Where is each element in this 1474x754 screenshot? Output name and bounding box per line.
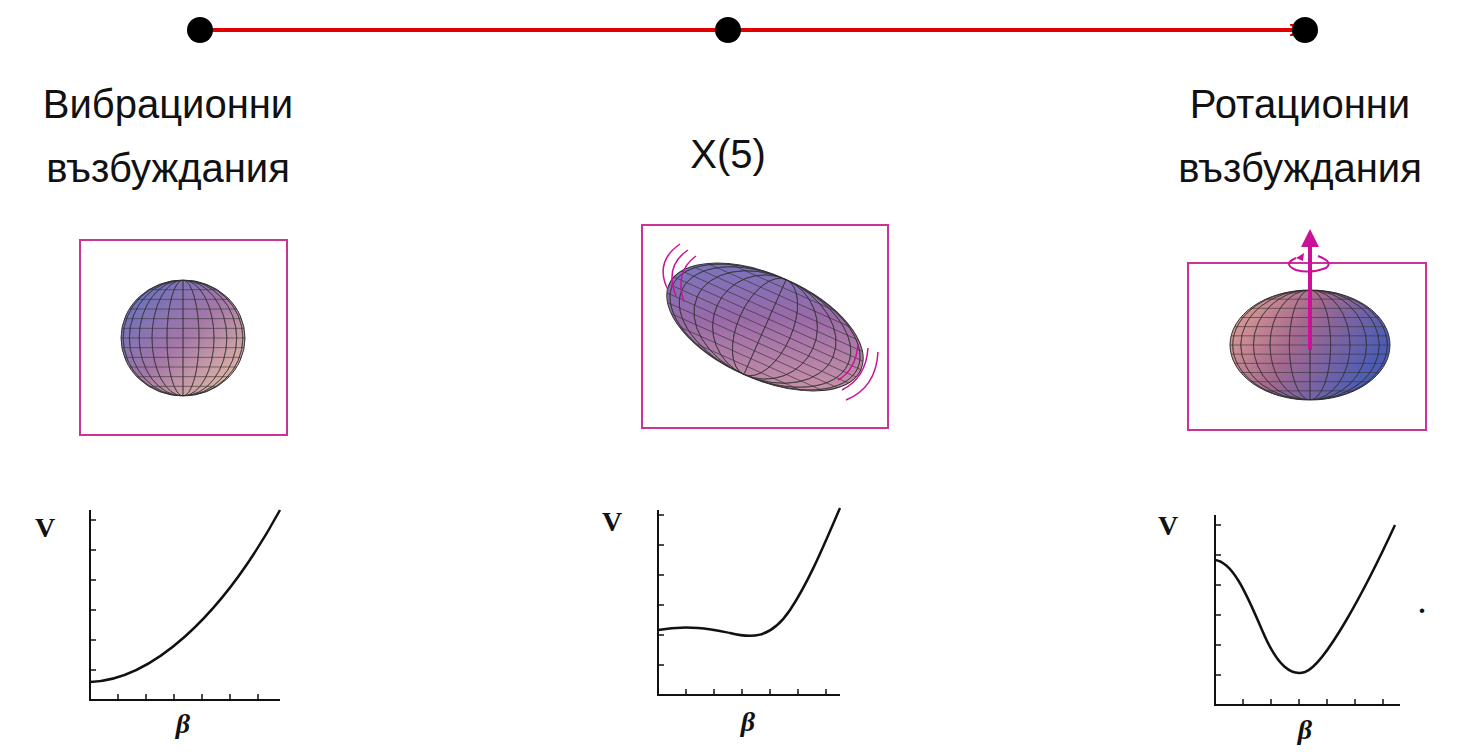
potential-plot <box>90 508 1400 705</box>
regime-label: Вибрационни възбуждания <box>8 72 328 200</box>
vibration-marks <box>663 244 878 400</box>
axis-label: β <box>163 708 203 740</box>
timeline-arrow <box>200 28 1300 32</box>
frame <box>1188 263 1426 430</box>
timeline-dot <box>1292 17 1318 43</box>
stray-mark: . <box>1412 588 1432 620</box>
timeline-dot <box>187 17 213 43</box>
timeline-dot <box>715 17 741 43</box>
axis-label: V <box>592 506 632 538</box>
rotor <box>1230 238 1390 400</box>
axis-ticks <box>90 515 1383 705</box>
axis-label: β <box>728 706 768 738</box>
axis-label: β <box>1285 714 1325 746</box>
axis-label: V <box>25 512 65 544</box>
ellipsoid <box>648 237 882 417</box>
regime-label: X(5) <box>648 122 808 186</box>
axis-label: V <box>1148 510 1188 542</box>
frame <box>642 225 888 428</box>
regime-label: Ротационни възбуждания <box>1140 72 1460 200</box>
sphere <box>121 280 245 396</box>
frame <box>80 240 287 435</box>
